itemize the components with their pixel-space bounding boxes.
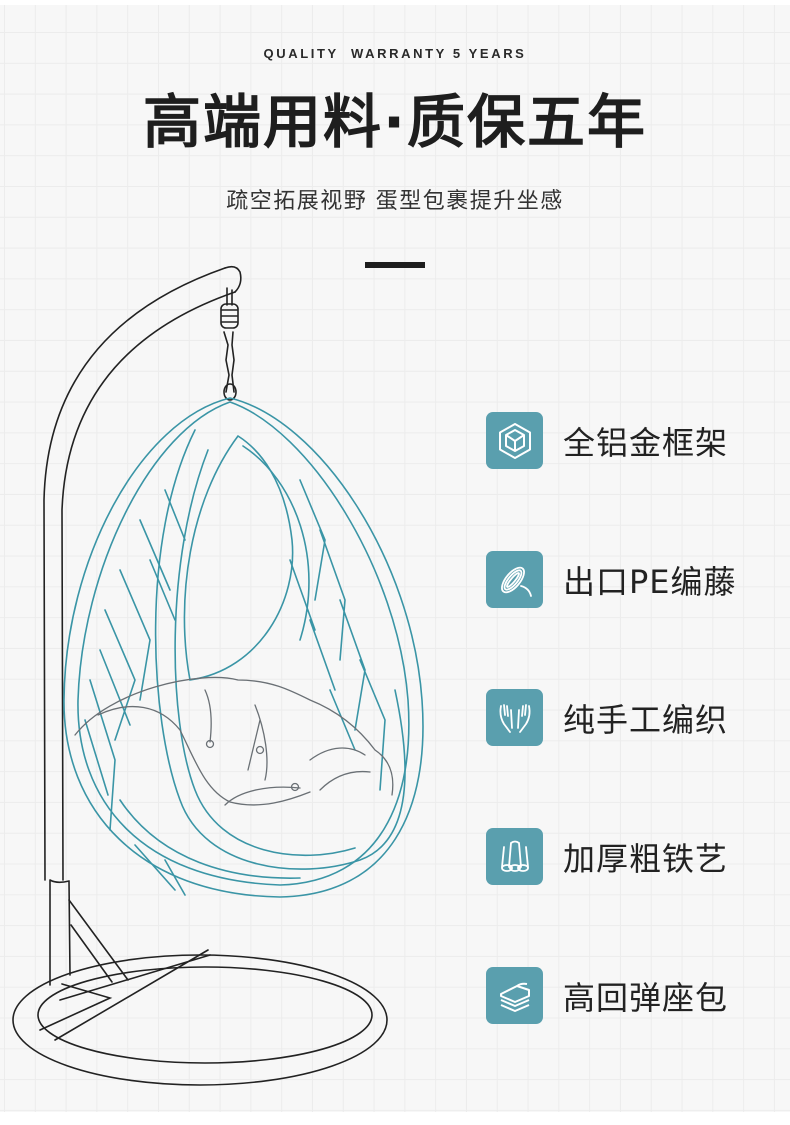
feature-label: 纯手工编织 bbox=[563, 700, 729, 739]
feature-label: 出口PE编藤 bbox=[563, 562, 737, 601]
feature-item-iron: 加厚粗铁艺 bbox=[486, 828, 776, 885]
page-subtitle: 疏空拓展视野 蛋型包裹提升坐感 bbox=[226, 189, 564, 214]
feature-item-cushion: 高回弹座包 bbox=[486, 967, 776, 1024]
grid-background bbox=[0, 5, 790, 1112]
feature-item-rattan: 出口PE编藤 bbox=[486, 551, 776, 608]
hands-icon bbox=[486, 689, 543, 746]
pipes-icon bbox=[486, 828, 543, 885]
eyebrow-text: QUALITY WARRANTY 5 YEARS bbox=[263, 46, 527, 61]
feature-item-handwoven: 纯手工编织 bbox=[486, 689, 776, 746]
page-title: 高端用料·质保五年 bbox=[142, 88, 648, 156]
feature-item-frame: 全铝金框架 bbox=[486, 412, 776, 469]
feature-label: 全铝金框架 bbox=[563, 423, 729, 462]
cushion-stack-icon bbox=[486, 967, 543, 1024]
feature-label: 高回弹座包 bbox=[563, 978, 729, 1017]
divider-bar bbox=[365, 262, 425, 268]
rope-coil-icon bbox=[486, 551, 543, 608]
feature-label: 加厚粗铁艺 bbox=[563, 839, 729, 878]
seat-cushion bbox=[74, 676, 394, 806]
stand-frame bbox=[12, 265, 388, 1086]
egg-basket bbox=[63, 397, 424, 898]
cube-frame-icon bbox=[486, 412, 543, 469]
